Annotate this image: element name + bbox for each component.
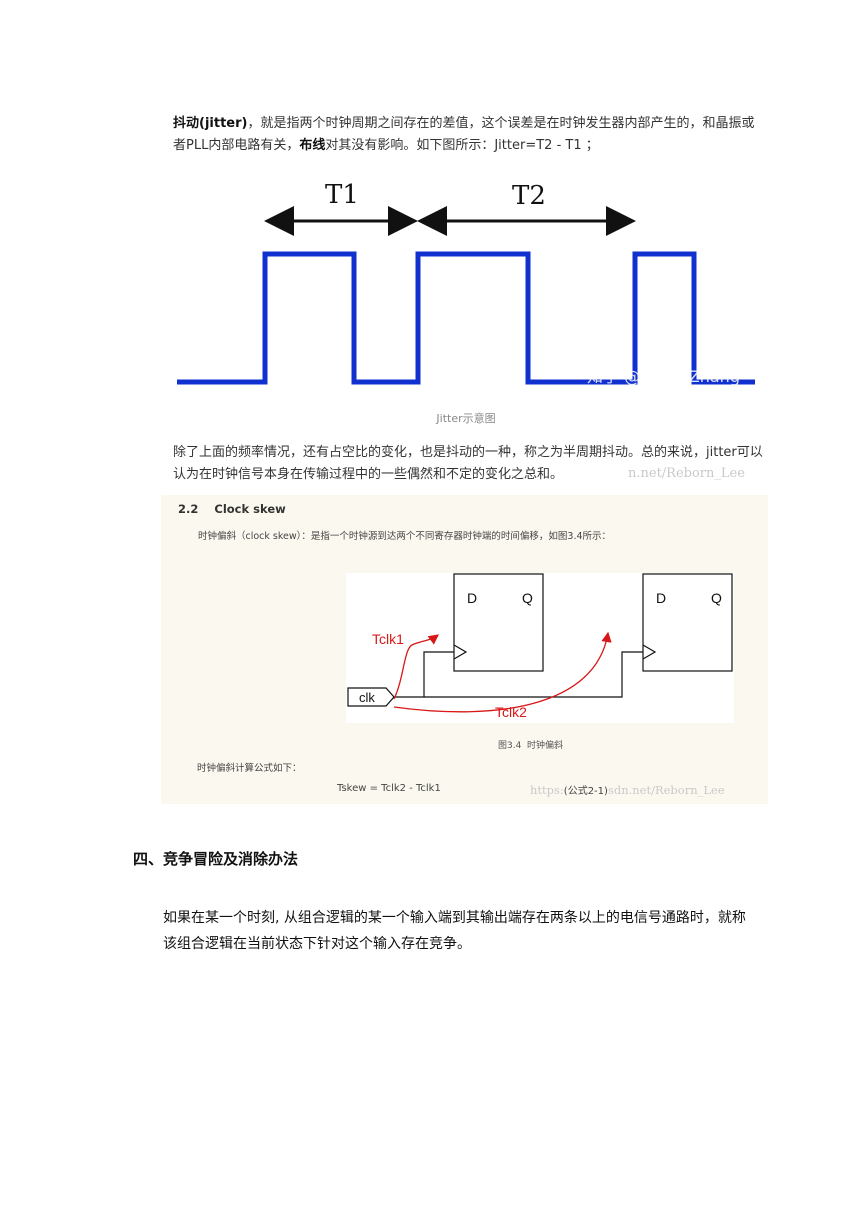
- flip-flop-1: [453, 573, 544, 672]
- jitter-paragraph: 抖动(jitter)，就是指两个时钟周期之间存在的差值，这个误差是在时钟发生器内…: [173, 113, 763, 157]
- flip-flop-2: [642, 573, 733, 672]
- clk-wire-ff2: [424, 651, 643, 698]
- clock-skew-caption: 图3.4 时钟偏斜: [498, 741, 564, 751]
- t2-label: T2: [512, 181, 546, 211]
- clock-waveform: [177, 251, 755, 385]
- clock-skew-title: 2.2 Clock skew: [178, 502, 286, 516]
- zhihu-watermark: 知乎 @Kevin Zhang: [587, 367, 740, 386]
- csdn-watermark: n.net/Reborn_Lee: [628, 466, 745, 481]
- ff1-clock-triangle: [453, 644, 468, 660]
- wm-right: sdn.net/Reborn_Lee: [607, 783, 725, 797]
- equation-number: (公式2-1): [563, 786, 608, 797]
- jitter-text-a: ，就是指两个时钟周期之间存在的差值，这个误差是在时钟发生器内部产生的，和晶振或者…: [173, 116, 755, 153]
- wiring-term: 布线: [299, 138, 326, 153]
- clock-skew-diagram: D Q D Q clk Tclk1 Tclk2: [346, 573, 734, 723]
- formula-watermark: https:(公式2-1)sdn.net/Reborn_Lee: [530, 782, 725, 797]
- tclk1-arrow: [393, 634, 440, 700]
- jitter-term: 抖动(jitter): [173, 116, 248, 131]
- jitter-summary-paragraph: 除了上面的频率情况，还有占空比的变化，也是抖动的一种，称之为半周期抖动。总的来说…: [173, 445, 763, 482]
- tclk2-label: Tclk2: [495, 704, 527, 720]
- ff2-d-label: D: [656, 590, 666, 606]
- ff1-d-label: D: [467, 590, 477, 606]
- tclk1-label: Tclk1: [372, 631, 404, 647]
- clock-skew-description: 时钟偏斜（clock skew）：是指一个时钟源到达两个不同寄存器时钟端的时间偏…: [198, 531, 612, 542]
- clk-input-pin: [347, 687, 395, 707]
- ff1-q-label: Q: [522, 590, 533, 606]
- jitter-waveform-figure: T1 T2 知乎 @Kevin Zhang: [177, 180, 755, 386]
- section-paragraph: 如果在某一个时刻, 从组合逻辑的某一个输入端到其输出端存在两条以上的电信号通路时…: [163, 910, 746, 952]
- t1-label: T1: [325, 180, 359, 210]
- ff2-clock-triangle: [642, 644, 657, 660]
- clk-wire-ff1: [394, 651, 454, 698]
- formula-label: 时钟偏斜计算公式如下：: [197, 763, 302, 774]
- wm-left: https:: [530, 783, 564, 797]
- jitter-caption: Jitter示意图: [436, 412, 496, 425]
- ff2-q-label: Q: [711, 590, 722, 606]
- jitter-text-b: 对其没有影响。如下图所示：Jitter=T2 - T1 ；: [325, 138, 599, 153]
- clk-label: clk: [359, 690, 375, 705]
- tclk2-arrow: [393, 631, 612, 713]
- tskew-formula: Tskew = Tclk2 - Tclk1: [337, 783, 441, 794]
- section-heading: 四、竞争冒险及消除办法: [133, 850, 299, 868]
